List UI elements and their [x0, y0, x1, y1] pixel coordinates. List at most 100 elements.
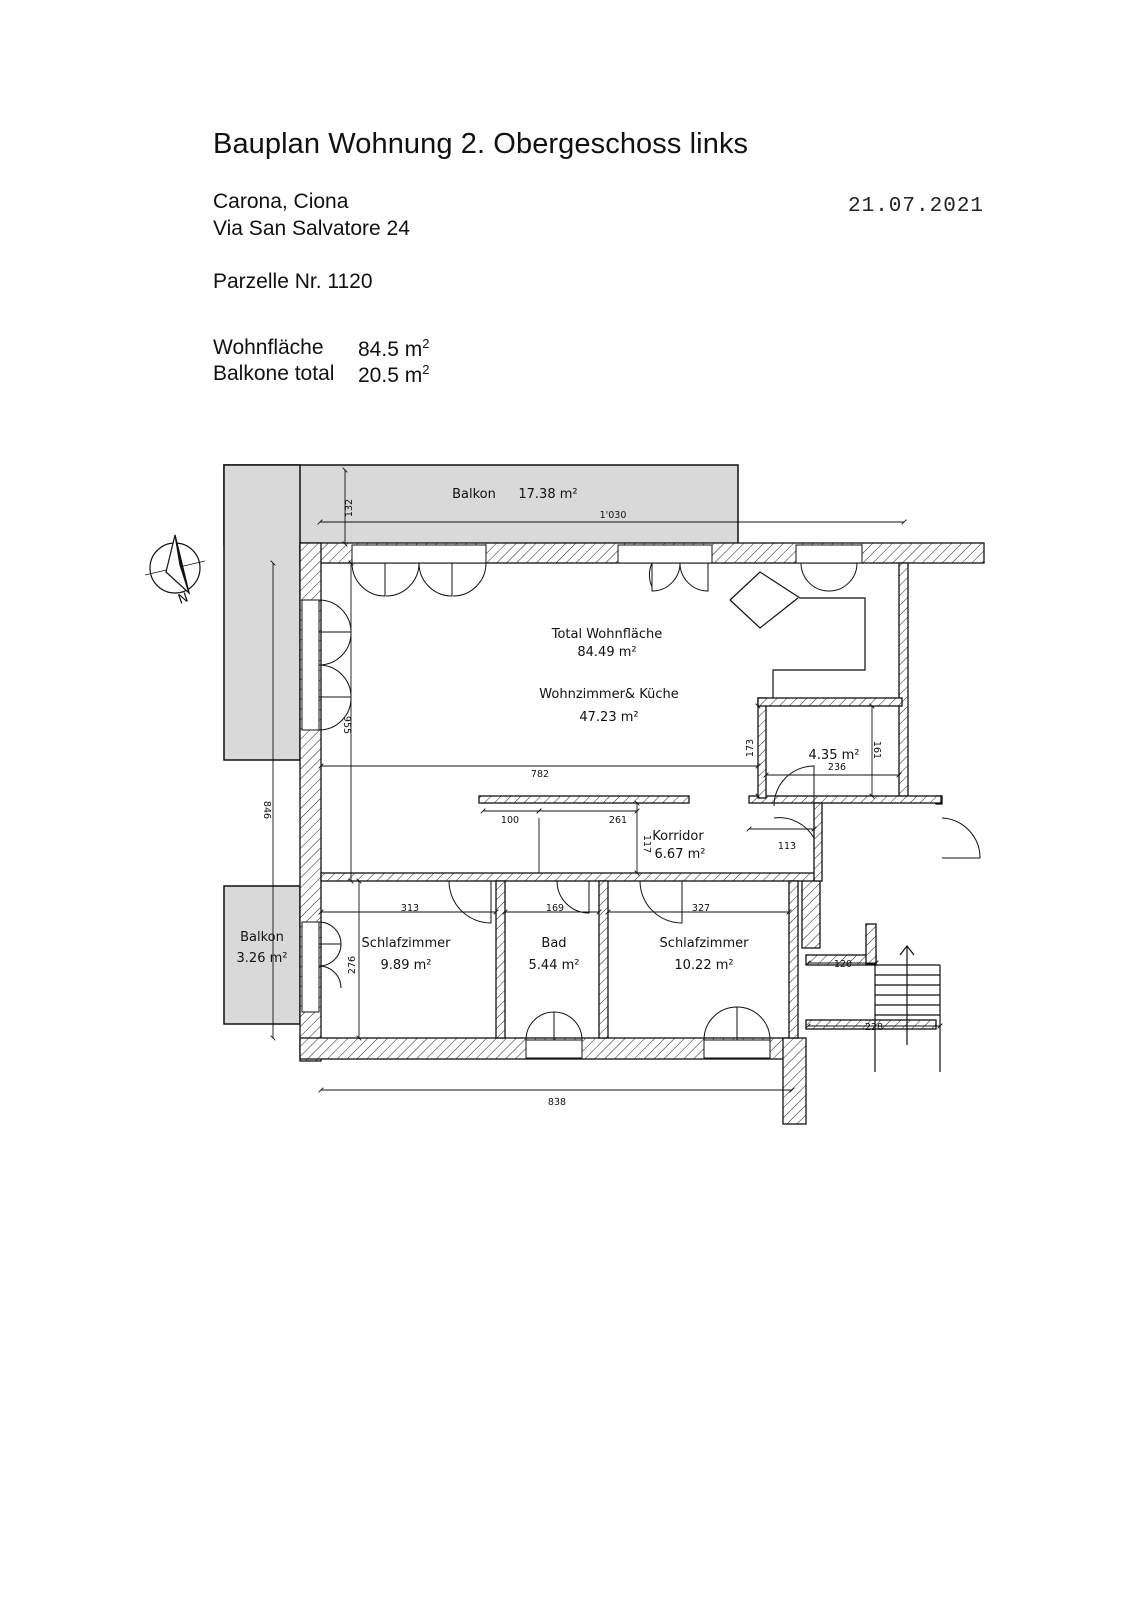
- wall-small-room-top: [757, 697, 903, 707]
- window-top-2: [617, 544, 713, 564]
- dimension-label: 113: [778, 841, 796, 852]
- dimension-label: 327: [692, 903, 710, 914]
- door-swing: [553, 1011, 583, 1041]
- living-area-row: Wohnfläche 84.5 m2: [213, 336, 429, 361]
- interior-walls: [320, 697, 942, 1039]
- balcony-top-area: [223, 464, 739, 546]
- living-room-area: 47.23 m²: [579, 710, 638, 725]
- wall-bed1-bath: [495, 880, 506, 1039]
- unit-exponent: 2: [422, 362, 430, 377]
- door-swing: [452, 562, 487, 597]
- door-swing: [651, 562, 681, 592]
- balcony-top-area-label: 17.38 m²: [518, 487, 577, 502]
- dimension-label: 313: [401, 903, 419, 914]
- corridor-label: Korridor: [652, 829, 704, 844]
- location-line-1: Carona, Ciona: [213, 190, 349, 213]
- living-area-value: 84.5 m2: [358, 336, 430, 361]
- small-room-area: 4.35 m²: [809, 748, 860, 763]
- dimension-label: 846: [261, 801, 272, 819]
- dimension-label: 228: [865, 1022, 883, 1033]
- bedroom2-label: Schlafzimmer: [660, 936, 750, 951]
- balcony-left-area: [223, 885, 301, 1025]
- door-swing: [448, 880, 492, 924]
- total-area-label: Total Wohnfläche: [551, 627, 663, 642]
- dimension-label: 1'030: [600, 510, 627, 521]
- bedroom2-area: 10.22 m²: [674, 958, 733, 973]
- dimension-label: 782: [531, 769, 549, 780]
- dimension-label: 955: [341, 716, 352, 734]
- dimension-label: 117: [641, 835, 652, 853]
- plan-date: 21.07.2021: [848, 195, 985, 218]
- dimension-label: 169: [546, 903, 564, 914]
- door-swing: [941, 817, 981, 859]
- dimension-label: 100: [501, 815, 519, 826]
- window-top-3: [795, 544, 863, 564]
- balcony-area-row: Balkone total 20.5 m2: [213, 362, 429, 387]
- door-swing: [703, 1006, 738, 1041]
- dimension-label: 161: [871, 741, 882, 759]
- dimension-label: 261: [609, 815, 627, 826]
- bath-area: 5.44 m²: [529, 958, 580, 973]
- stairs: [874, 945, 941, 1072]
- location-line-2: Via San Salvatore 24: [213, 217, 410, 240]
- balcony-area-value: 20.5 m2: [358, 362, 430, 387]
- door-swing: [773, 817, 815, 839]
- living-area-label: Wohnfläche: [213, 336, 324, 359]
- door-swing: [318, 664, 352, 698]
- dimension-label: 120: [834, 959, 852, 970]
- door-swing: [800, 562, 830, 592]
- dimension-label: 132: [344, 499, 355, 517]
- wall-bath-bed2: [598, 880, 609, 1039]
- bath-label: Bad: [541, 936, 566, 951]
- door-swing: [418, 562, 453, 597]
- wall-bottom-right: [782, 1037, 807, 1125]
- wall-right-upper: [898, 562, 909, 797]
- dimension-label: 236: [828, 762, 846, 773]
- window-bed2: [703, 1039, 771, 1059]
- wall-bed2-right: [788, 880, 799, 1039]
- door-swing: [736, 1006, 771, 1041]
- dimension-label: 838: [548, 1097, 566, 1108]
- wall-stair-left: [801, 879, 821, 949]
- living-room-label: Wohnzimmer& Küche: [539, 687, 678, 702]
- window-top-1: [351, 544, 487, 564]
- wall-corridor-top: [478, 795, 690, 804]
- door-swing: [318, 921, 342, 945]
- page-title: Bauplan Wohnung 2. Obergeschoss links: [213, 128, 749, 160]
- balcony-left-label: Balkon: [240, 930, 284, 945]
- dimension-labels: 132 1'030 955 782 173 236 161 846 100 26…: [261, 499, 883, 1108]
- door-swing: [828, 562, 858, 592]
- balcony-top-left-strip: [223, 464, 301, 761]
- window-left-2: [301, 921, 320, 1013]
- total-area-value: 84.49 m²: [577, 645, 636, 660]
- dimension-lines: [273, 470, 940, 1090]
- windows: [301, 544, 863, 1059]
- door-swing: [318, 943, 342, 967]
- door-swing: [318, 965, 342, 989]
- kitchen-counter: [729, 571, 866, 698]
- bedroom1-label: Schlafzimmer: [362, 936, 452, 951]
- bedroom1-area: 9.89 m²: [381, 958, 432, 973]
- door-swing: [385, 562, 420, 597]
- window-bath: [525, 1039, 583, 1059]
- wall-corridor-top-right: [748, 795, 942, 804]
- corridor-area: 6.67 m²: [655, 847, 706, 862]
- north-arrow-icon: [144, 534, 206, 595]
- parcel-number: Parzelle Nr. 1120: [213, 270, 373, 293]
- door-swing: [318, 599, 352, 633]
- door-swing: [351, 562, 386, 597]
- wall-rooms-top: [320, 872, 822, 882]
- wall-corridor-right: [813, 802, 823, 882]
- door-swing: [679, 562, 709, 592]
- wall-small-room-left: [757, 697, 767, 799]
- wall-stair-stub: [865, 923, 877, 965]
- balcony-left-area-label: 3.26 m²: [237, 951, 288, 966]
- balcony-area-label: Balkone total: [213, 362, 335, 385]
- dimension-label: 276: [347, 956, 358, 974]
- dimension-label: 173: [745, 739, 756, 757]
- door-swing: [525, 1011, 555, 1041]
- room-labels: Balkon 17.38 m² Total Wohnfläche 84.49 m…: [237, 487, 860, 973]
- compass-letter: N: [176, 590, 190, 607]
- balcony-top-label: Balkon: [452, 487, 496, 502]
